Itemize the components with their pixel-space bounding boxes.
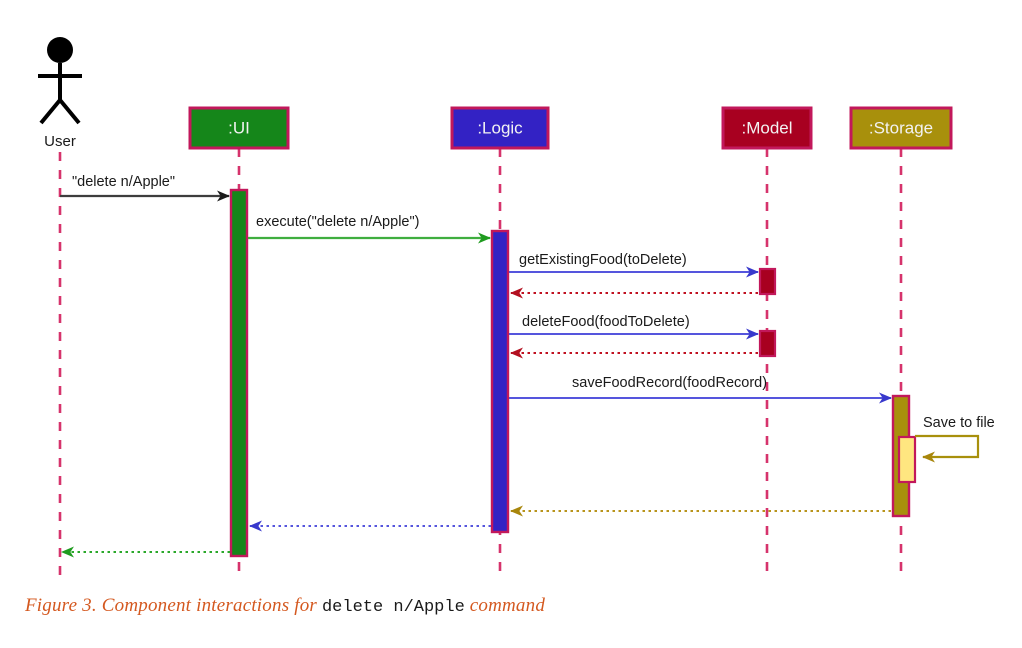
message-delete-command[interactable]: "delete n/Apple" <box>60 174 230 202</box>
participant-label-model: :Model <box>741 118 792 137</box>
participant-box-storage[interactable] <box>849 106 953 150</box>
participant-label-logic: :Logic <box>477 118 523 137</box>
participant-header-storage[interactable]: :Storage <box>849 106 953 150</box>
message-label-delete-command: "delete n/Apple" <box>72 174 175 190</box>
activation-bars <box>229 188 917 558</box>
message-label-get-existing-food: getExistingFood(toDelete) <box>519 252 687 268</box>
message-get-existing-food[interactable]: getExistingFood(toDelete) <box>509 252 759 278</box>
activation-storage-nested <box>897 435 917 484</box>
message-label-delete-food: deleteFood(foodToDelete) <box>522 314 690 330</box>
actor-leg-left-icon <box>39 98 62 125</box>
actor-label: User <box>44 133 76 150</box>
message-save-food-record[interactable]: saveFoodRecord(foodRecord) <box>509 375 892 404</box>
message-label-execute: execute("delete n/Apple") <box>256 214 419 230</box>
participant-label-storage: :Storage <box>869 118 933 137</box>
message-delete-food[interactable]: deleteFood(foodToDelete) <box>509 314 759 340</box>
participant-box-logic[interactable] <box>450 106 550 150</box>
actor-leg-right-icon <box>58 98 81 125</box>
message-arrow-save-to-file <box>915 434 980 463</box>
figure-caption-suffix: command <box>469 595 546 616</box>
actor-head-icon <box>47 37 73 63</box>
figure-caption-prefix: Figure 3. Component interactions for <box>25 595 318 616</box>
activation-ui <box>229 188 249 558</box>
lifelines <box>58 148 903 578</box>
participant-label-ui: :UI <box>228 118 250 137</box>
participant-header-model[interactable]: :Model <box>721 106 813 150</box>
activation-model-first <box>758 267 777 296</box>
message-label-save-to-file: Save to file <box>923 415 995 431</box>
participant-box-ui[interactable] <box>188 106 290 150</box>
actor-user: User <box>38 37 82 150</box>
figure-caption-code: delete n/Apple <box>321 598 465 617</box>
message-label-save-food-record: saveFoodRecord(foodRecord) <box>572 375 767 391</box>
message-save-to-file[interactable]: Save to file <box>915 415 995 463</box>
participant-box-model[interactable] <box>721 106 813 150</box>
activation-logic <box>490 229 510 534</box>
participant-header-logic[interactable]: :Logic <box>450 106 550 150</box>
participant-header-ui[interactable]: :UI <box>188 106 290 150</box>
activation-model-second <box>758 329 777 358</box>
figure-caption: Figure 3. Component interactions for del… <box>25 595 985 617</box>
message-execute[interactable]: execute("delete n/Apple") <box>248 214 491 244</box>
